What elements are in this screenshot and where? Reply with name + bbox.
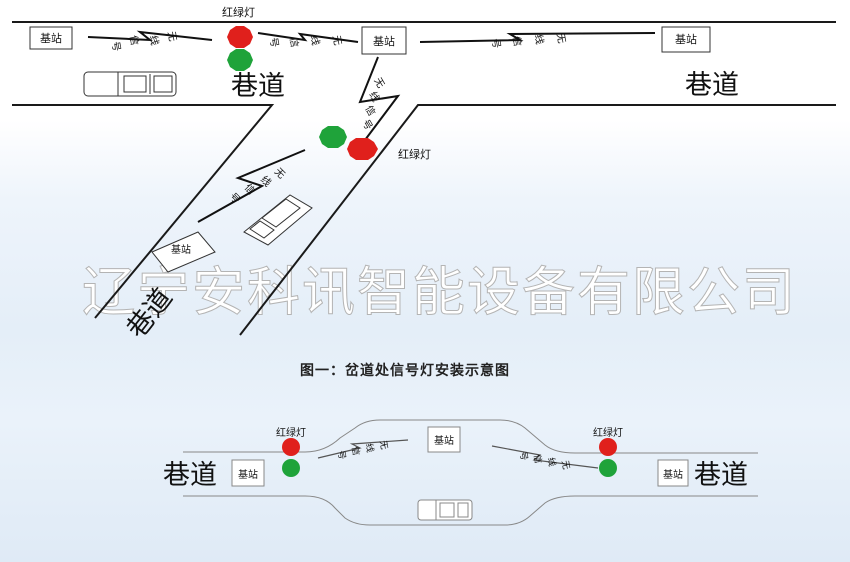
svg-text:号: 号 — [335, 450, 347, 461]
base-station-label: 基站 — [675, 32, 697, 46]
base-station-label: 基站 — [434, 434, 454, 447]
svg-text:号: 号 — [489, 37, 503, 49]
svg-text:号: 号 — [267, 36, 281, 48]
bypass-signal-bolts — [317, 439, 599, 469]
svg-text:无: 无 — [554, 33, 567, 45]
svg-text:线: 线 — [366, 89, 382, 104]
traffic-light-label-top: 红绿灯 — [222, 5, 255, 19]
alley-bottom-edge-left — [12, 104, 275, 319]
wireless-signal-text-group: 号 信 线 无 号 信 线 无 号 信 线 无 无 线 信 号 无 线 信 号 — [109, 31, 567, 207]
wireless-signal-bolts — [87, 30, 656, 223]
alley-label-bypass-left: 巷道 — [163, 460, 217, 491]
base-station-label: 基站 — [663, 468, 683, 481]
svg-text:无: 无 — [371, 76, 386, 90]
signal-bolt — [257, 32, 359, 43]
company-watermark: 辽宁安科讯智能设备有限公司 — [82, 262, 797, 324]
svg-text:无: 无 — [272, 166, 287, 181]
svg-text:信: 信 — [287, 36, 301, 48]
traffic-light-top — [227, 26, 253, 71]
alley-label-top-right: 巷道 — [685, 70, 739, 101]
svg-text:信: 信 — [362, 104, 377, 119]
alley-label-bypass-right: 巷道 — [694, 460, 748, 491]
svg-text:线: 线 — [147, 34, 162, 46]
base-station-bypass-center: 基站 — [427, 426, 461, 453]
vehicle-bypass — [417, 499, 473, 521]
svg-text:无: 无 — [377, 440, 389, 451]
base-station-top-center: 基站 — [361, 26, 407, 55]
svg-text:信: 信 — [127, 34, 141, 46]
svg-text:号: 号 — [517, 451, 529, 462]
alley-label-top-left: 巷道 — [231, 71, 285, 102]
svg-text:信: 信 — [510, 35, 524, 47]
bypass-top-edge — [183, 419, 758, 454]
traffic-light-label-bypass-left: 红绿灯 — [276, 426, 306, 439]
traffic-light-label-branch: 红绿灯 — [398, 147, 431, 161]
base-station-bypass-right: 基站 — [657, 459, 689, 487]
vehicle-branch — [243, 194, 313, 246]
svg-text:线: 线 — [545, 456, 558, 467]
base-station-bypass-left: 基站 — [231, 459, 265, 487]
traffic-light-branch — [319, 126, 378, 160]
svg-text:无: 无 — [165, 31, 178, 43]
base-station-top-left: 基站 — [29, 26, 73, 50]
svg-text:无: 无 — [559, 460, 571, 471]
svg-text:信: 信 — [531, 453, 544, 464]
signal-bolt — [87, 30, 213, 42]
figure-caption: 图一：岔道处信号灯安装示意图 — [300, 363, 510, 379]
alley-bottom-edge-right — [239, 104, 836, 336]
svg-text:无: 无 — [330, 35, 343, 47]
base-station-branch: 基站 — [151, 231, 216, 273]
base-station-label: 基站 — [171, 243, 191, 256]
bypass-signal-text-group: 号 信 线 无 号 信 线 无 — [335, 440, 571, 471]
base-station-label: 基站 — [373, 34, 395, 48]
svg-text:信: 信 — [349, 445, 362, 456]
base-station-label: 基站 — [40, 31, 62, 45]
traffic-light-bypass-left — [282, 438, 300, 477]
signal-bolt — [358, 56, 401, 141]
vehicle-top-left — [83, 71, 177, 97]
base-station-top-right: 基站 — [661, 26, 711, 53]
svg-text:号: 号 — [109, 40, 123, 52]
base-station-label: 基站 — [238, 468, 258, 481]
signal-bolt — [197, 149, 306, 223]
svg-text:线: 线 — [308, 34, 323, 46]
traffic-light-bypass-right — [599, 438, 617, 477]
svg-text:线: 线 — [363, 442, 376, 453]
traffic-light-label-bypass-right: 红绿灯 — [593, 426, 623, 439]
alley-label-branch: 巷道 — [121, 283, 179, 345]
bypass-bottom-edge — [183, 495, 758, 526]
signal-bolt — [419, 32, 656, 43]
svg-text:线: 线 — [532, 33, 547, 45]
